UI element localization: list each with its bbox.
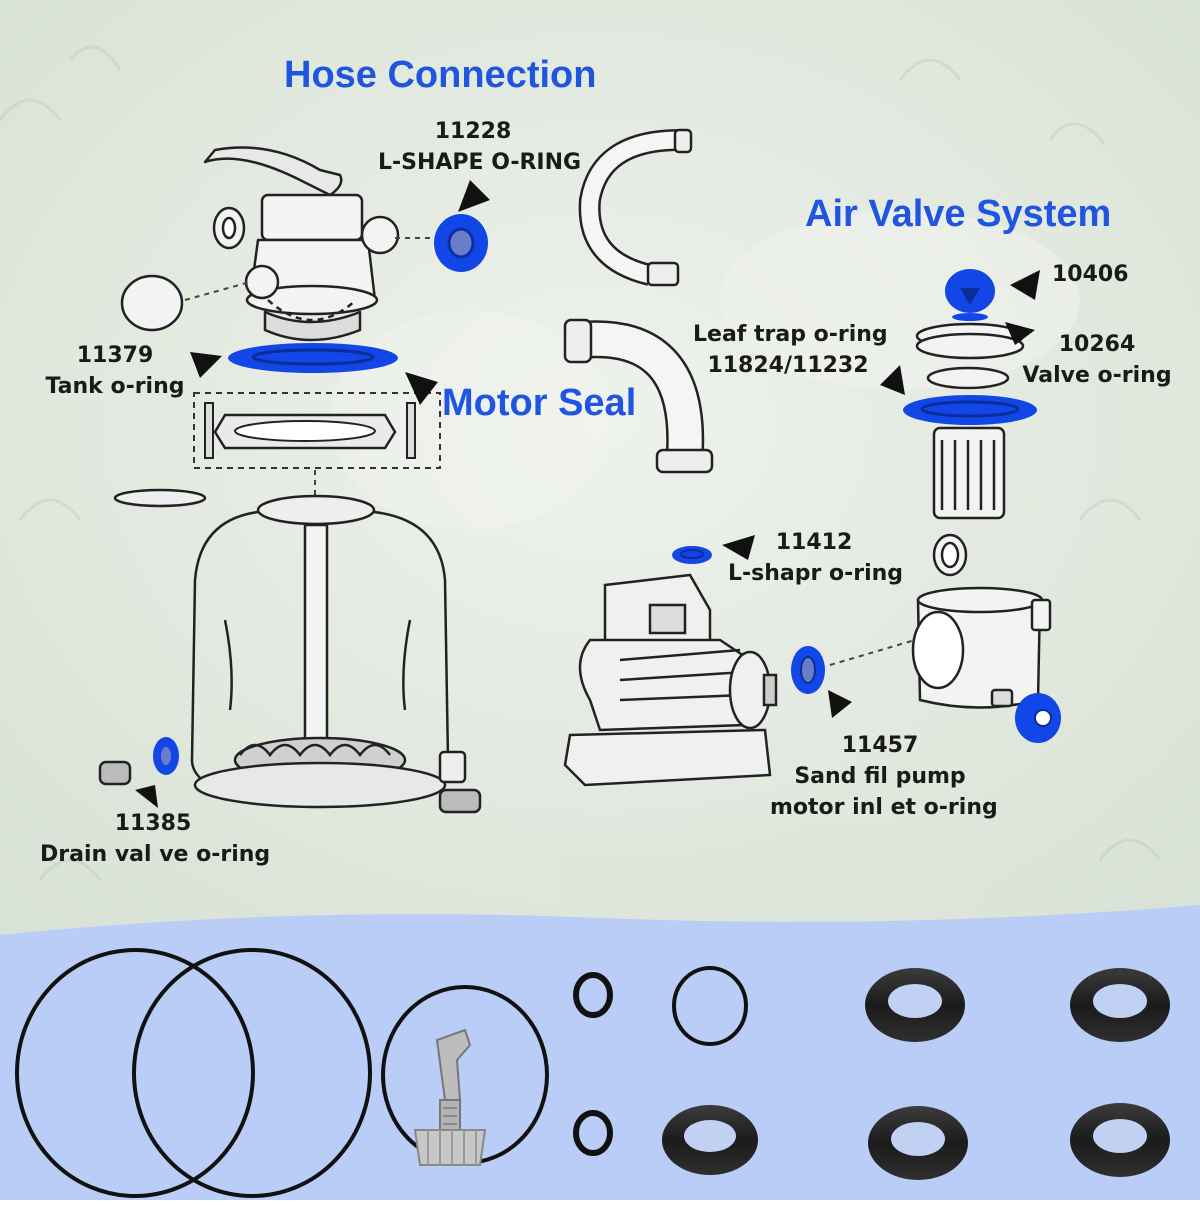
seal-10406 (945, 269, 995, 321)
seal-11457 (791, 646, 825, 694)
part-number: 10264 (1058, 332, 1136, 357)
kit-large-oring (132, 948, 372, 1198)
pointer-arrows (135, 180, 1040, 808)
part-name: L-shapr o-ring (728, 561, 904, 586)
heading-air-valve-system: Air Valve System (805, 193, 1112, 235)
kit-l-shape-gasket (662, 1105, 758, 1175)
seal-leaf-trap (903, 395, 1037, 425)
hose-elbow (563, 318, 714, 474)
part-name: Tank o-ring (45, 374, 185, 399)
kit-l-shape-gasket (865, 968, 965, 1042)
seal-11412 (672, 546, 712, 564)
part-number: 11412 (775, 530, 853, 555)
heading-hose-connection: Hose Connection (284, 54, 597, 96)
guide-line (829, 639, 916, 666)
strainer-assembly (911, 322, 1052, 709)
drain-oring-11385 (153, 737, 179, 775)
kit-l-shape-gasket (1070, 968, 1170, 1042)
label-10406: 10406 (1052, 259, 1129, 290)
part-name: motor inl et o-ring (770, 795, 998, 820)
hose-upper (578, 128, 693, 287)
multiport-valve (120, 146, 400, 342)
part-name: Drain val ve o-ring (40, 842, 271, 867)
heading-motor-seal: Motor Seal (442, 382, 637, 424)
part-number: 11385 (114, 811, 192, 836)
label-11228: 11228 L-SHAPE O-RING (378, 116, 582, 178)
seal-pump-side (1015, 693, 1061, 743)
part-name: Valve o-ring (1022, 363, 1172, 388)
kit-small-oring (573, 1110, 613, 1156)
label-11379: 11379 Tank o-ring (40, 340, 190, 402)
part-number: 10406 (1052, 262, 1129, 287)
filter-tank (98, 488, 482, 814)
part-name: Leaf trap o-ring (693, 322, 888, 347)
label-11457: 11457 Sand fil pump motor inl et o-ring (770, 730, 998, 823)
seal-11228 (434, 214, 488, 272)
pump-motor (563, 573, 778, 787)
label-10264: 10264 Valve o-ring (1022, 329, 1172, 391)
part-name: Sand fil pump (794, 764, 966, 789)
photo-background (0, 0, 1200, 940)
kit-air-valve-plug (413, 1028, 487, 1166)
kit-large-oring (15, 948, 255, 1198)
kit-small-oring (672, 966, 748, 1046)
tank-oring-11379 (228, 343, 398, 373)
part-name: L-SHAPE O-RING (378, 150, 582, 175)
part-number: 11228 (434, 119, 512, 144)
kit-l-shape-gasket (868, 1106, 968, 1180)
guide-line (184, 281, 251, 301)
kit-band (0, 905, 1200, 1200)
part-number: 11824/11232 (707, 353, 869, 378)
label-11412: 11412 L-shapr o-ring (728, 527, 904, 589)
label-11385: 11385 Drain val ve o-ring (40, 808, 271, 870)
kit-l-shape-gasket (1070, 1103, 1170, 1177)
part-number: 11379 (76, 343, 154, 368)
kit-small-oring (573, 972, 613, 1018)
tank-clamp (193, 392, 441, 469)
part-number: 11457 (841, 733, 919, 758)
label-leaf-trap: Leaf trap o-ring 11824/11232 (693, 319, 888, 381)
